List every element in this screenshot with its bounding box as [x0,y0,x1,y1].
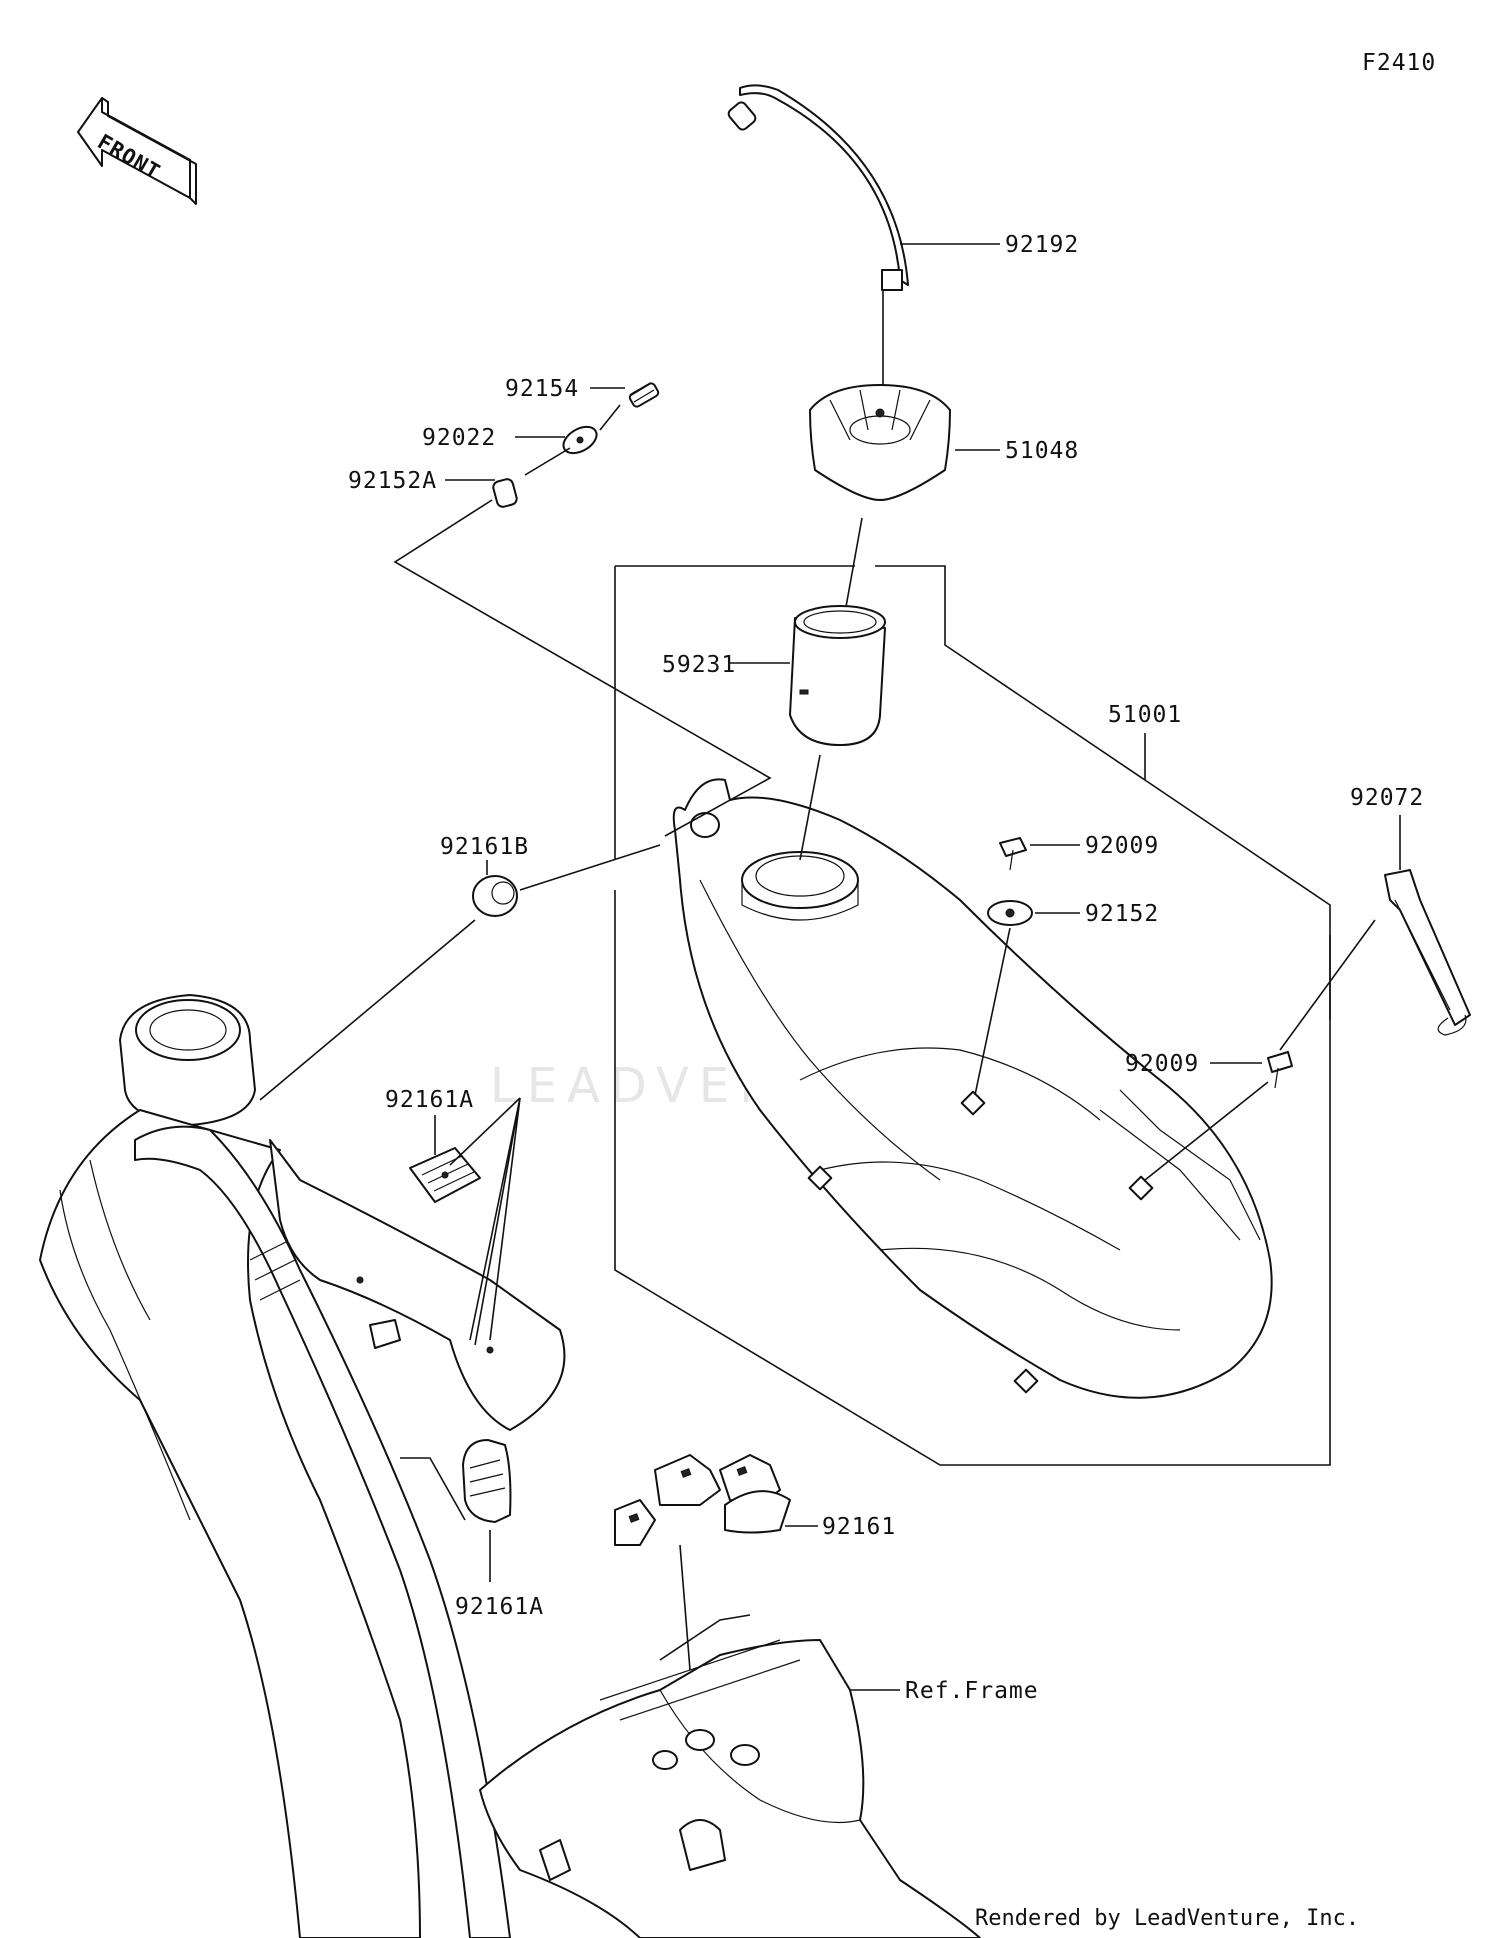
pad-92161A-top [409,1147,481,1203]
bolt-92154 [628,382,660,408]
assembly-bracket [614,565,1331,1466]
label-92022: 92022 [422,425,496,451]
fuel-cap [809,384,951,501]
damper-92161B [472,875,518,917]
breather-hose [727,84,909,291]
label-59231: 59231 [662,652,736,678]
footer-credit: Rendered by LeadVenture, Inc. [975,1906,1359,1931]
label-92009-top: 92009 [1085,833,1159,859]
label-92009-side: 92009 [1125,1051,1199,1077]
label-ref-frame: Ref.Frame [905,1678,1039,1704]
label-92152A: 92152A [348,468,437,494]
washer-92022 [562,425,598,455]
diagram-code: F2410 [1362,50,1436,76]
label-92072: 92072 [1350,785,1424,811]
fuel-tank [672,778,1273,1399]
label-92192: 92192 [1005,232,1079,258]
label-92161: 92161 [822,1514,896,1540]
screw-92009-top [999,837,1027,871]
strap-92072 [1384,869,1471,1036]
label-92154: 92154 [505,376,579,402]
collar-92152A [492,478,518,508]
label-92161A-top: 92161A [385,1087,474,1113]
screw-92009-side [1267,1051,1293,1089]
label-92161A-bottom: 92161A [455,1594,544,1620]
label-51048: 51048 [1005,438,1079,464]
washer-92152 [987,900,1033,926]
fuel-filter [789,605,886,746]
pad-92161A-bottom [462,1439,512,1523]
frame [39,994,981,1938]
front-arrow-icon: FRONT [77,97,197,205]
label-92152: 92152 [1085,901,1159,927]
label-51001: 51001 [1108,702,1182,728]
label-92161B: 92161B [440,834,529,860]
damper-92161 [614,1454,791,1546]
